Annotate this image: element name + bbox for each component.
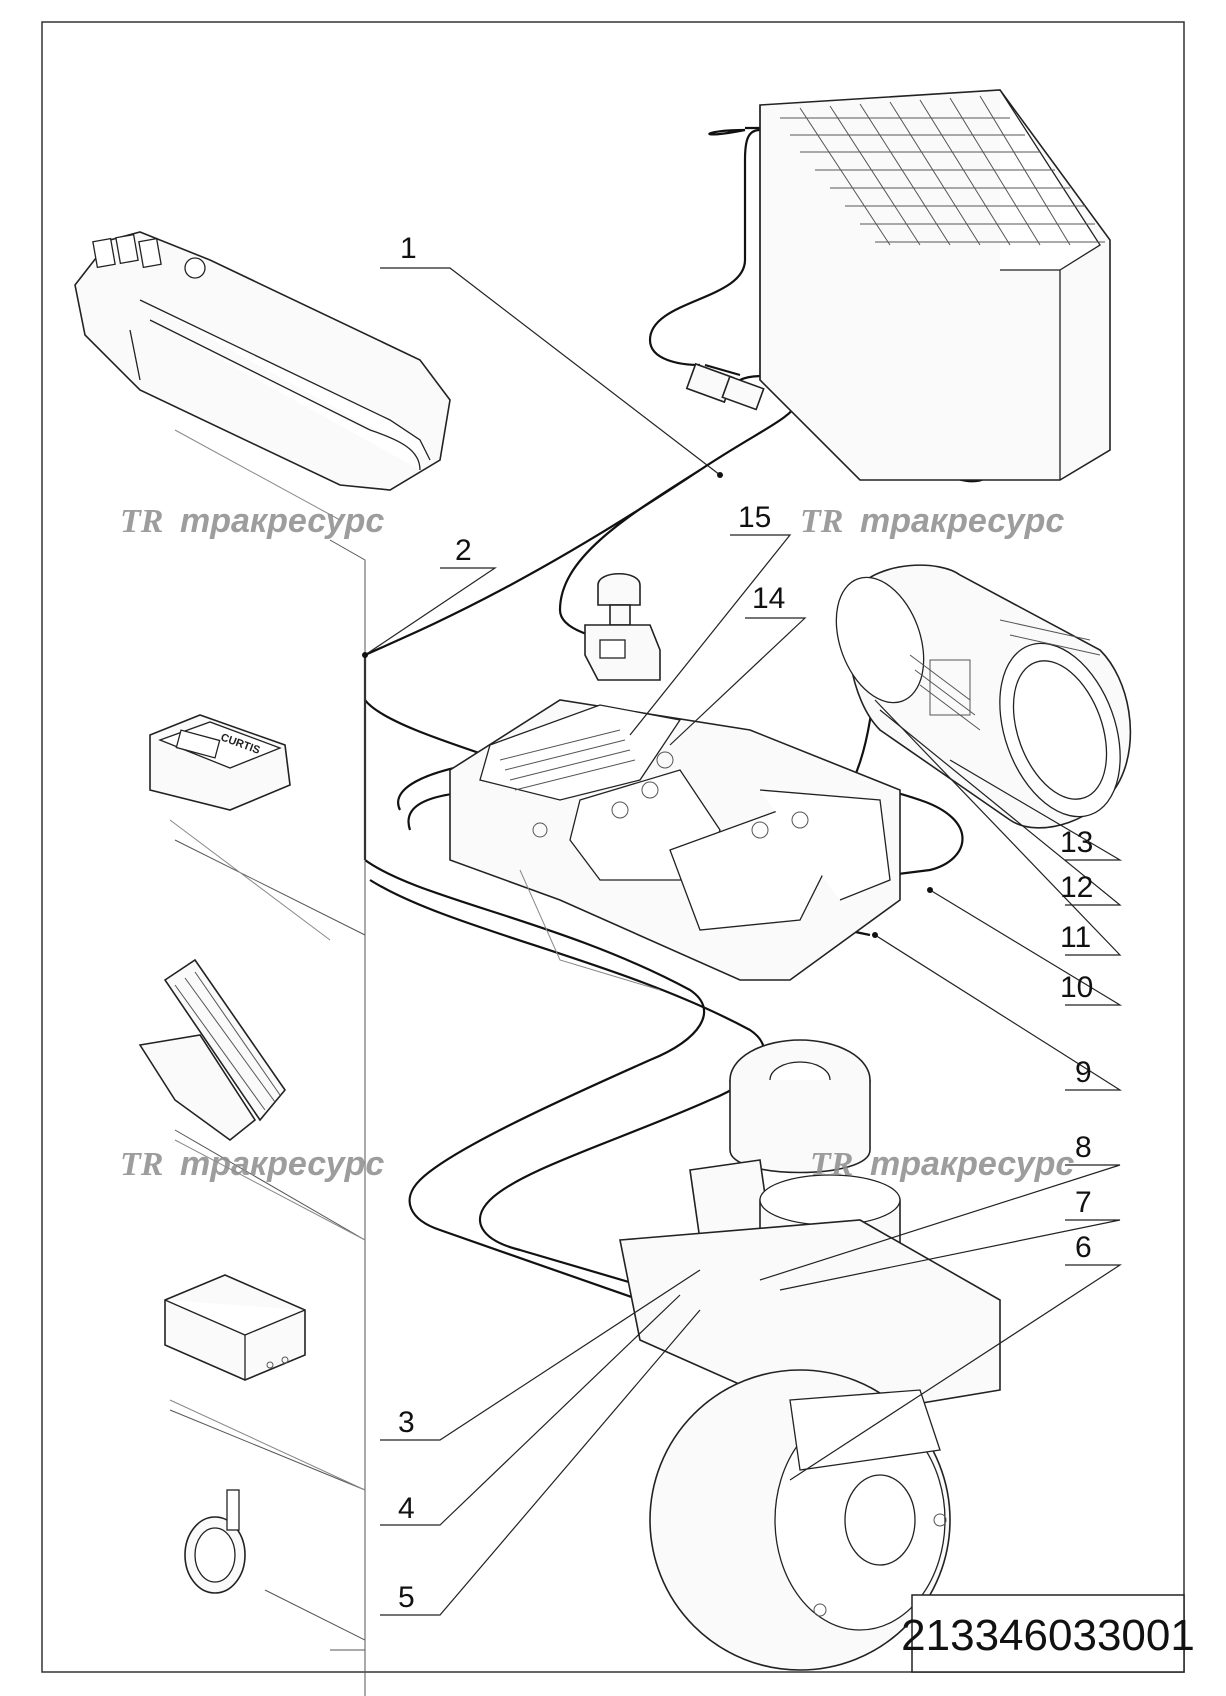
- curtis-display: CURTIS: [149, 714, 331, 941]
- callout-15: 15: [738, 501, 771, 534]
- callout-10: 10: [1060, 971, 1093, 1004]
- callout-14: 14: [752, 582, 785, 615]
- watermark-text: тракресурс: [870, 1145, 1074, 1183]
- callout-6: 6: [1075, 1231, 1092, 1264]
- battery-connector: [685, 362, 765, 411]
- watermark-2: TR тракресурс: [800, 502, 1064, 540]
- callout-2: 2: [455, 534, 472, 567]
- callout-5: 5: [398, 1581, 415, 1614]
- electric-motor: [835, 564, 1132, 829]
- callout-12: 12: [1060, 871, 1093, 904]
- watermark-text: тракресурс: [180, 1145, 384, 1183]
- watermark-text: тракресурс: [860, 502, 1064, 540]
- horn: [184, 1489, 246, 1594]
- watermark-4: TR тракресурс: [810, 1145, 1074, 1183]
- drawing-number-block: 213346033001: [901, 1594, 1195, 1673]
- watermark-logo: TR: [810, 1146, 853, 1183]
- accelerator-pedal: [138, 958, 366, 1241]
- watermark-1: TR тракресурс: [120, 502, 384, 540]
- battery: [759, 89, 1111, 481]
- callout-9: 9: [1075, 1056, 1092, 1089]
- controller-assembly: [449, 699, 901, 991]
- callout-4: 4: [398, 1492, 415, 1525]
- drive-unit: [619, 1039, 1001, 1671]
- tiller-head: [74, 231, 451, 521]
- drawing-number: 213346033001: [901, 1611, 1195, 1660]
- callout-13: 13: [1060, 826, 1093, 859]
- callout-3: 3: [398, 1406, 415, 1439]
- callout-7: 7: [1075, 1186, 1092, 1219]
- watermark-3: TR тракресурс: [120, 1145, 384, 1183]
- callout-8: 8: [1075, 1131, 1092, 1164]
- watermark-logo: TR: [120, 503, 163, 540]
- callout-11: 11: [1060, 921, 1091, 954]
- watermark-text: тракресурс: [180, 502, 384, 540]
- watermark-logo: TR: [120, 1146, 163, 1183]
- callout-leaders: [362, 267, 1123, 1616]
- watermark-logo: TR: [800, 503, 843, 540]
- callout-labels: 1 2 3 4 5 6 7 8 9 10 11 12 13 14 15: [398, 232, 1093, 1614]
- drawing-frame: [41, 21, 1185, 1673]
- callout-1: 1: [400, 232, 417, 265]
- accessory-feed-lines: [169, 539, 366, 1696]
- control-module-box: [164, 1274, 366, 1491]
- key-switch: [584, 573, 661, 681]
